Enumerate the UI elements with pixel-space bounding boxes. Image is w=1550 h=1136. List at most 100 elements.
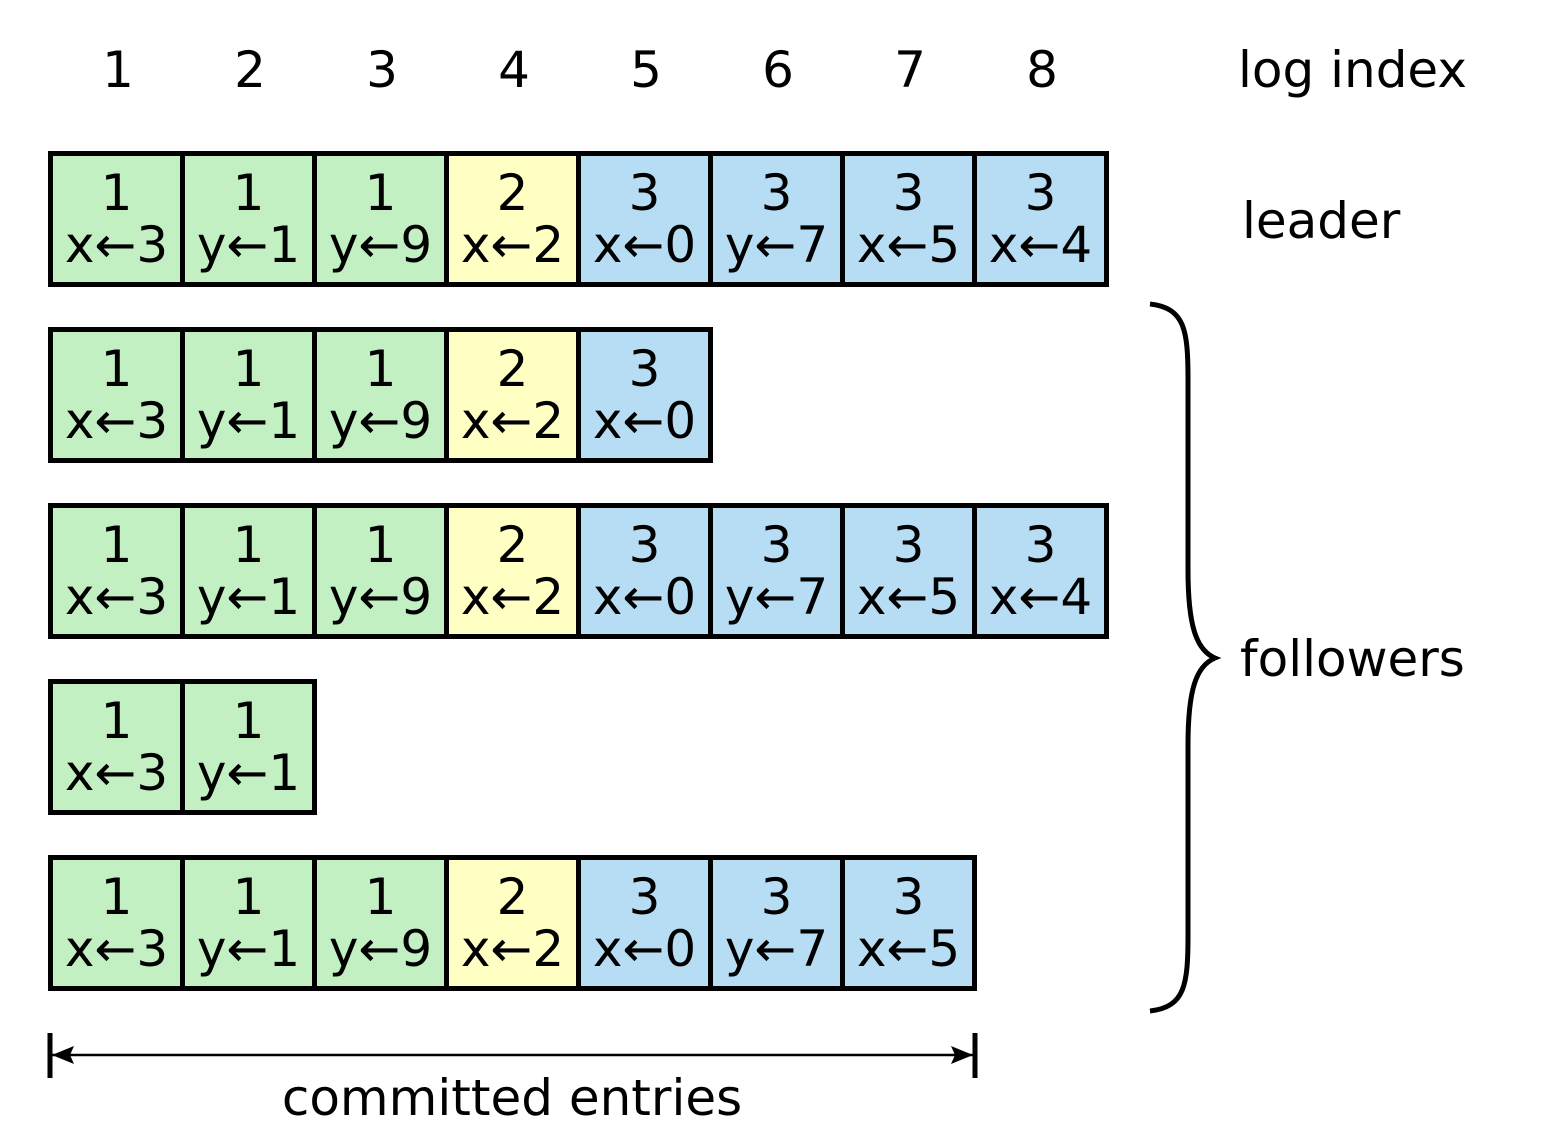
entry-term: 1 xyxy=(364,516,397,574)
log-index-label: log index xyxy=(1238,41,1467,99)
entry-term: 1 xyxy=(100,516,133,574)
entry-command: y←1 xyxy=(196,568,301,626)
entry-command: x←5 xyxy=(856,568,961,626)
entry-command: x←2 xyxy=(460,216,565,274)
entry-command: x←3 xyxy=(64,568,169,626)
entry-term: 1 xyxy=(232,516,265,574)
entry-term: 3 xyxy=(628,164,661,222)
entry-term: 3 xyxy=(760,868,793,926)
entry-command: x←2 xyxy=(460,568,565,626)
entry-command: x←4 xyxy=(988,216,1093,274)
entry-command: y←7 xyxy=(724,568,829,626)
entry-command: x←3 xyxy=(64,920,169,978)
entry-term: 1 xyxy=(232,692,265,750)
entry-command: y←7 xyxy=(724,920,829,978)
entry-command: x←3 xyxy=(64,216,169,274)
entry-term: 3 xyxy=(892,164,925,222)
log-index-4: 4 xyxy=(498,41,530,99)
entry-command: x←0 xyxy=(592,568,697,626)
entry-command: y←1 xyxy=(196,216,301,274)
entry-command: x←3 xyxy=(64,392,169,450)
log-index-5: 5 xyxy=(630,41,662,99)
entry-command: x←4 xyxy=(988,568,1093,626)
entry-command: x←2 xyxy=(460,920,565,978)
entry-term: 1 xyxy=(100,692,133,750)
entry-command: y←1 xyxy=(196,392,301,450)
entry-term: 3 xyxy=(1024,164,1057,222)
log-index-1: 1 xyxy=(102,41,134,99)
followers-label: followers xyxy=(1240,630,1465,688)
entry-command: x←2 xyxy=(460,392,565,450)
entry-term: 3 xyxy=(1024,516,1057,574)
entry-term: 1 xyxy=(364,164,397,222)
entry-term: 1 xyxy=(364,868,397,926)
entry-term: 1 xyxy=(232,164,265,222)
entry-command: x←3 xyxy=(64,744,169,802)
entry-command: y←9 xyxy=(328,216,433,274)
entry-term: 1 xyxy=(364,340,397,398)
log-index-7: 7 xyxy=(894,41,926,99)
entry-command: x←5 xyxy=(856,216,961,274)
entry-term: 2 xyxy=(496,164,529,222)
entry-command: y←9 xyxy=(328,392,433,450)
log-index-2: 2 xyxy=(234,41,266,99)
entry-term: 2 xyxy=(496,516,529,574)
entry-command: y←1 xyxy=(196,744,301,802)
entry-term: 1 xyxy=(232,340,265,398)
entry-term: 1 xyxy=(232,868,265,926)
entry-term: 2 xyxy=(496,340,529,398)
entry-term: 3 xyxy=(892,516,925,574)
entry-command: y←1 xyxy=(196,920,301,978)
entry-term: 3 xyxy=(892,868,925,926)
entry-term: 3 xyxy=(760,164,793,222)
log-index-3: 3 xyxy=(366,41,398,99)
entry-term: 1 xyxy=(100,340,133,398)
entry-command: y←9 xyxy=(328,920,433,978)
entry-command: x←0 xyxy=(592,392,697,450)
committed-entries-label: committed entries xyxy=(281,1069,743,1127)
entry-term: 1 xyxy=(100,868,133,926)
entry-term: 1 xyxy=(100,164,133,222)
entry-command: x←0 xyxy=(592,920,697,978)
entry-command: x←0 xyxy=(592,216,697,274)
entry-command: x←5 xyxy=(856,920,961,978)
log-index-6: 6 xyxy=(762,41,794,99)
entry-command: y←7 xyxy=(724,216,829,274)
entry-term: 3 xyxy=(628,340,661,398)
